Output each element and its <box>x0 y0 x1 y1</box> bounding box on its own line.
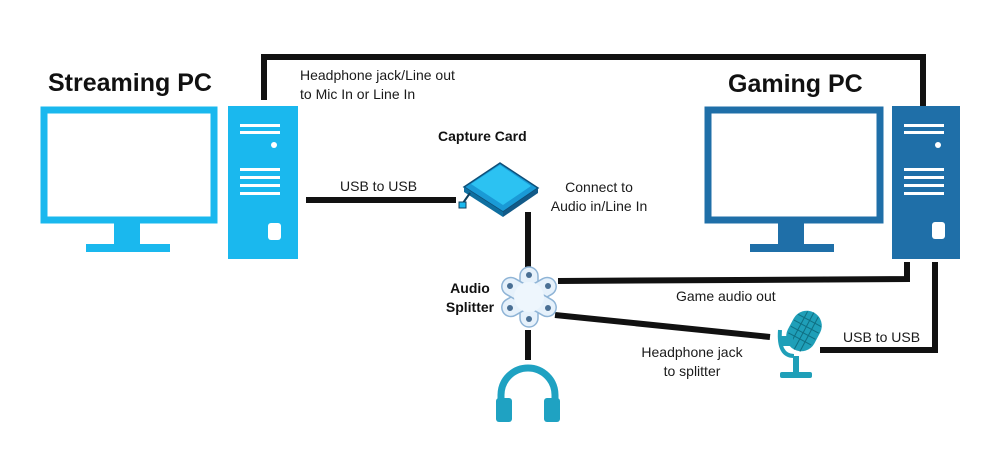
top-connection-line1: Headphone jack/Line out <box>300 67 455 83</box>
capture-audio-label: Connect to Audio in/Line In <box>544 178 654 216</box>
cable-game-audio <box>557 262 910 284</box>
audio-splitter-icon <box>501 266 557 328</box>
streaming-tower <box>228 106 298 259</box>
cable-headphone-splitter <box>554 312 771 340</box>
cable-usb-right <box>820 262 938 353</box>
capture-card-icon <box>458 162 540 217</box>
capture-audio-line1: Connect to <box>565 179 633 195</box>
gaming-pc-title: Gaming PC <box>728 70 863 98</box>
game-audio-label: Game audio out <box>676 288 776 304</box>
headphone-jack-line1: Headphone jack <box>641 344 743 360</box>
cables <box>261 54 938 360</box>
audio-splitter-line1: Audio <box>450 280 490 296</box>
headphone-jack-line2: to splitter <box>663 363 721 379</box>
headphones-icon <box>496 364 560 422</box>
gaming-tower <box>892 106 960 259</box>
headphone-jack-label: Headphone jack to splitter <box>632 343 752 381</box>
capture-card-label: Capture Card <box>438 128 527 144</box>
top-connection-label: Headphone jack/Line out to Mic In or Lin… <box>300 66 455 104</box>
cable-top-loop <box>261 54 926 106</box>
streaming-pc-title: Streaming PC <box>48 69 212 97</box>
audio-splitter-line2: Splitter <box>445 299 495 315</box>
microphone-icon <box>777 310 822 378</box>
top-connection-line2: to Mic In or Line In <box>300 86 416 102</box>
streaming-monitor <box>40 106 218 252</box>
audio-splitter-label: Audio Splitter <box>436 279 504 317</box>
usb-left-label: USB to USB <box>340 178 418 194</box>
usb-right-label: USB to USB <box>843 329 921 345</box>
gaming-monitor <box>704 106 884 252</box>
capture-audio-line2: Audio in/Line In <box>550 198 648 214</box>
